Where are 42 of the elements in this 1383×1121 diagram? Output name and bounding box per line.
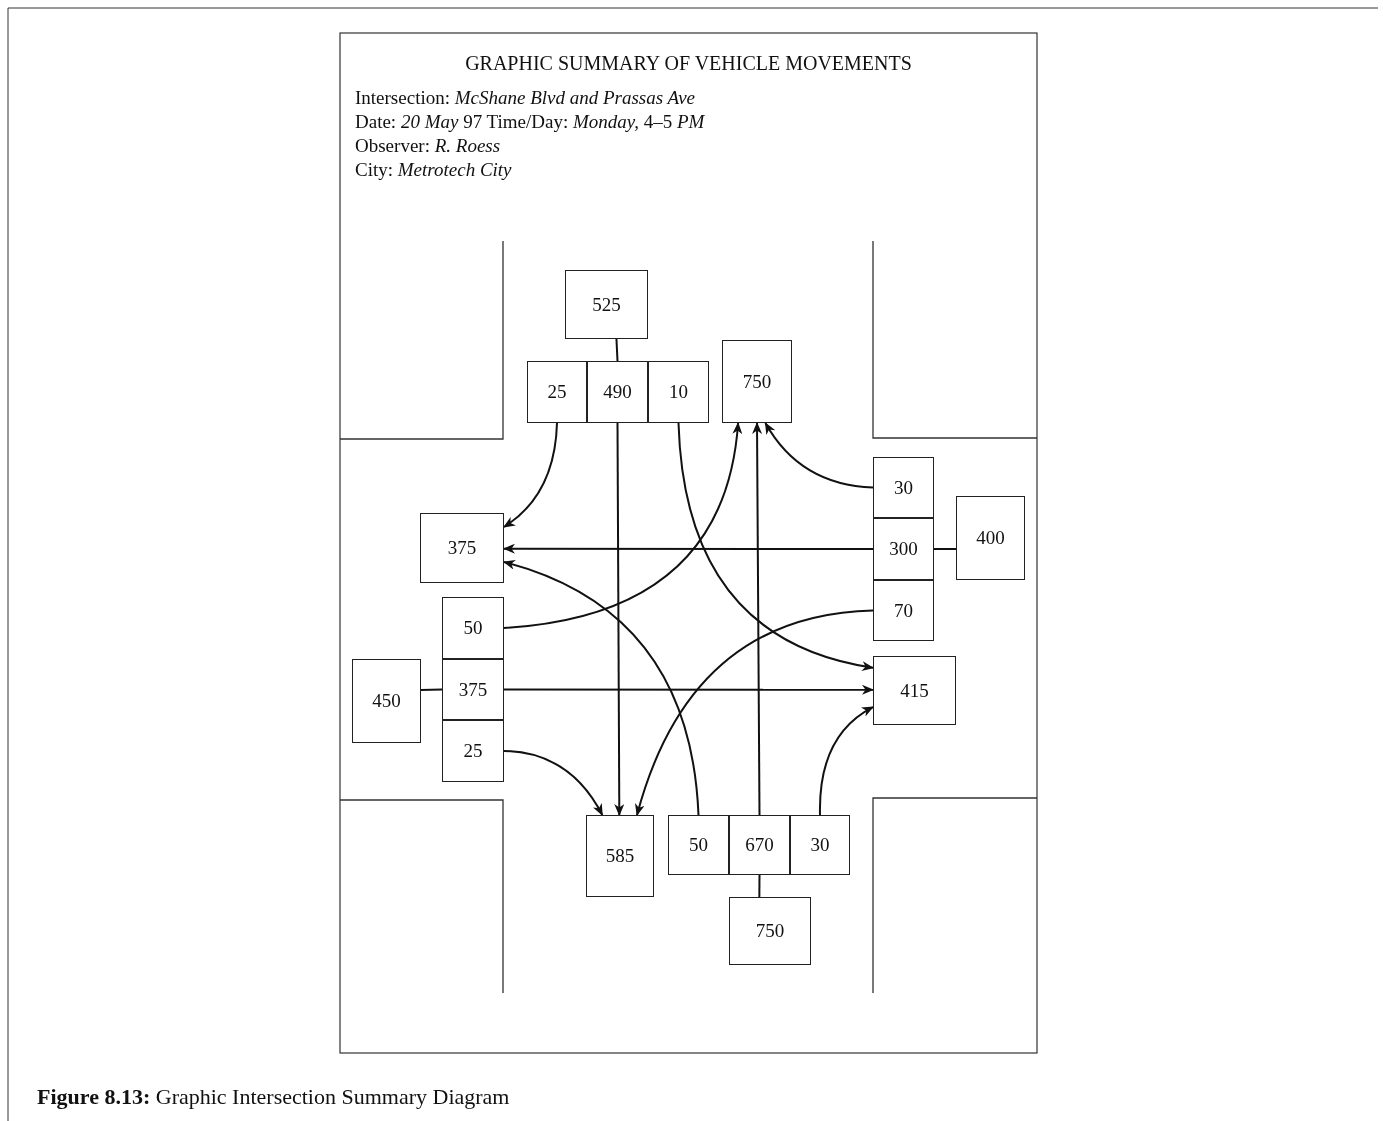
connector-line: [615, 338, 619, 362]
volume-box: 30: [790, 815, 850, 875]
form-field-text: Date: 20 May 97 Time/Day: Monday, 4–5 PM: [355, 112, 705, 131]
movement-arrow: [503, 422, 742, 629]
volume-box: 400: [956, 496, 1025, 580]
movement-arrow: [503, 422, 558, 528]
connector-line: [933, 547, 957, 550]
volume-box: 50: [442, 597, 504, 659]
figure-caption: Figure 8.13: Graphic Intersection Summary Diagram: [37, 1086, 510, 1108]
volume-box: 490: [587, 361, 648, 423]
volume-box: 375: [442, 659, 504, 720]
volume-box: 525: [565, 270, 648, 339]
movement-arrow: [503, 543, 874, 554]
movement-arrow: [503, 750, 604, 816]
form-field-text: Observer: R. Roess: [355, 136, 501, 155]
volume-box: 50: [668, 815, 729, 875]
volume-box: 750: [729, 897, 811, 965]
volume-box: 70: [873, 580, 934, 641]
volume-box: 585: [586, 815, 654, 897]
movement-arrow: [614, 422, 625, 816]
movement-arrow: [635, 609, 874, 816]
form-field-text: City: Metrotech City: [355, 160, 512, 179]
movement-arrow: [752, 422, 763, 816]
volume-box: 670: [729, 815, 790, 875]
movement-arrow: [677, 422, 874, 671]
connector-line: [758, 874, 761, 898]
movement-arrow: [503, 684, 874, 695]
movement-arrow: [764, 422, 874, 489]
volume-box: 30: [873, 457, 934, 518]
connector-line: [420, 688, 443, 692]
volume-box: 375: [420, 513, 504, 583]
volume-box: 25: [527, 361, 587, 423]
volume-box: 750: [722, 340, 792, 423]
movement-arrow: [503, 560, 700, 816]
form-title: GRAPHIC SUMMARY OF VEHICLE MOVEMENTS: [464, 53, 913, 73]
volume-box: 415: [873, 656, 956, 725]
volume-box: 25: [442, 720, 504, 782]
volume-box: 300: [873, 518, 934, 580]
movement-arrow: [819, 706, 874, 816]
volume-box: 450: [352, 659, 421, 743]
volume-box: 10: [648, 361, 709, 423]
form-field-text: Intersection: McShane Blvd and Prassas Ave: [355, 88, 695, 107]
